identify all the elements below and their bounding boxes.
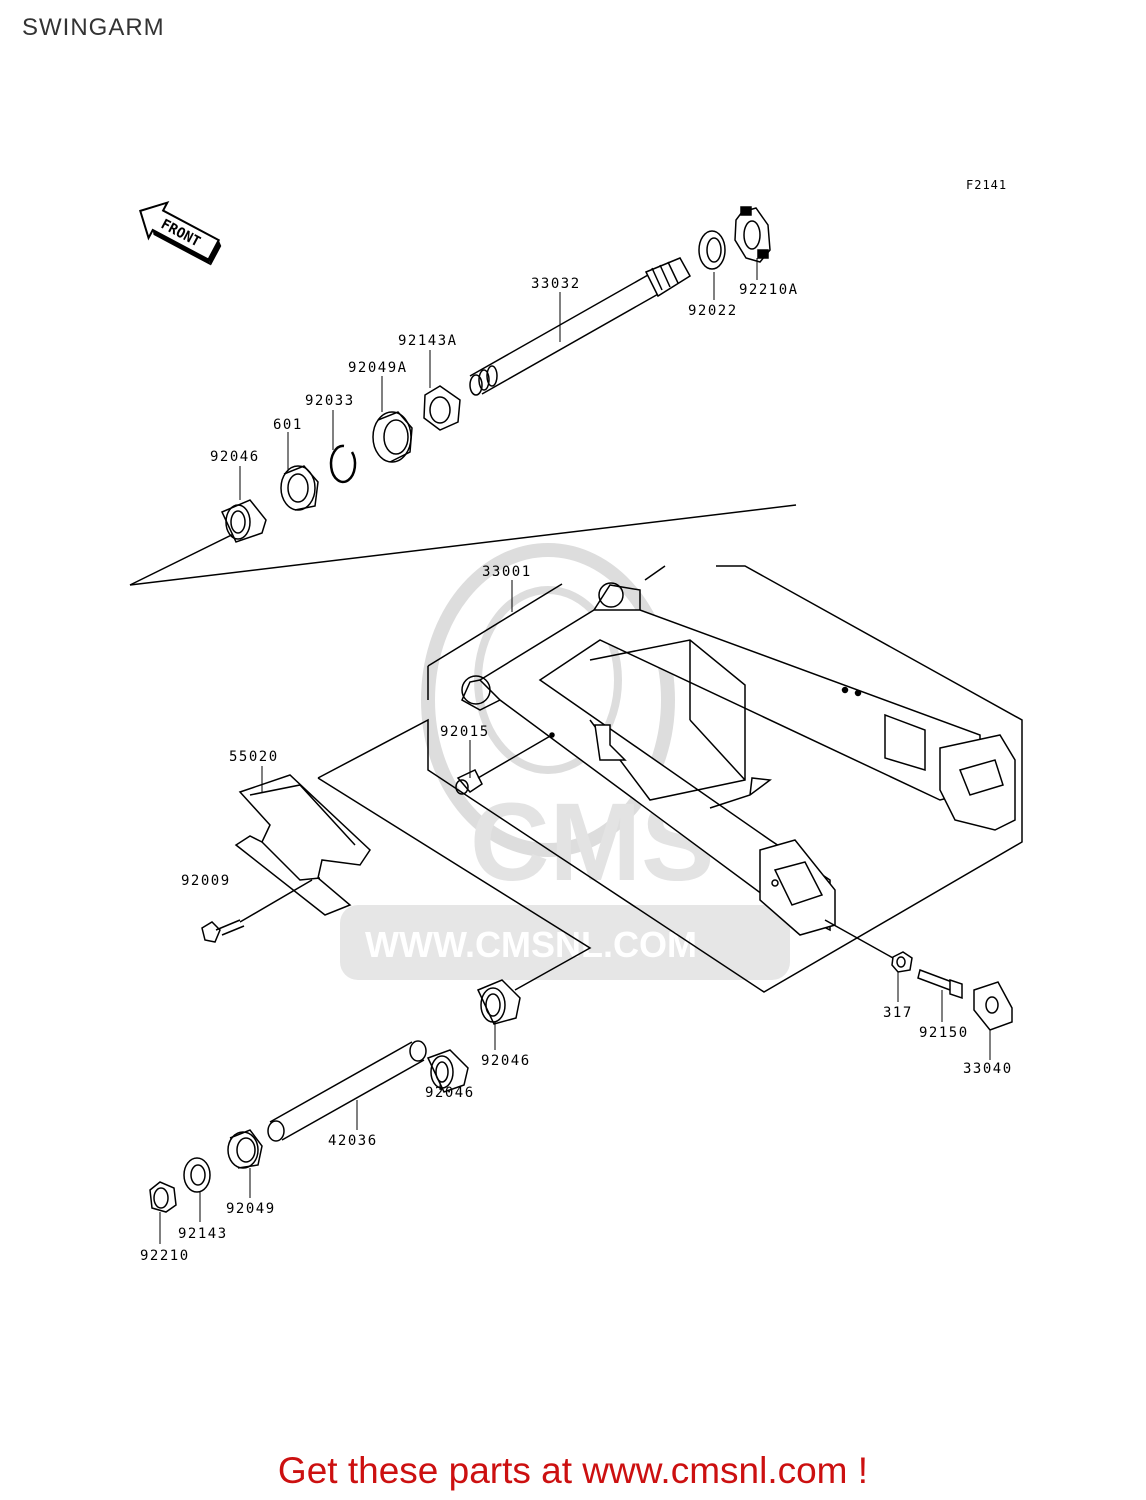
part-label-33001: 33001 (482, 564, 532, 580)
part-label-92143: 92143 (178, 1226, 228, 1242)
part-label-92033: 92033 (305, 393, 355, 409)
watermark-logo: CMS WWW.CMSNL.COM (340, 781, 790, 980)
part-label-92210a: 92210A (739, 282, 799, 298)
swingarm-assembly-bracket (317, 565, 1023, 993)
part-labels: 33032 92022 92210A 92143A 92049A 92033 6… (140, 276, 1013, 1264)
collar-92143a (423, 385, 461, 431)
bolt-92009 (201, 879, 313, 943)
part-label-317: 317 (883, 1005, 913, 1021)
bolt-92150 (917, 969, 963, 1000)
part-label-601: 601 (273, 417, 303, 433)
bearing-601 (280, 465, 319, 511)
part-label-55020: 55020 (229, 749, 279, 765)
swingarm-33001 (461, 582, 1016, 936)
part-label-92143a: 92143A (398, 333, 458, 349)
part-label-92046-top: 92046 (210, 449, 260, 465)
chain-guard-55020 (234, 774, 371, 916)
nut-317 (824, 919, 913, 973)
nut-92210 (149, 1181, 177, 1213)
part-label-42036: 42036 (328, 1133, 378, 1149)
washer-92022 (698, 230, 726, 270)
leader-lines (159, 258, 991, 1244)
sleeve-42036 (267, 1040, 427, 1142)
needle-bearing-92046-b (426, 1049, 469, 1093)
pivot-axle-33032 (469, 257, 692, 396)
watermark-url-text: WWW.CMSNL.COM (365, 924, 697, 965)
footer-cta-link[interactable]: Get these parts at www.cmsnl.com ! (277, 1450, 869, 1491)
part-label-92022: 92022 (688, 303, 738, 319)
part-label-33032: 33032 (531, 276, 581, 292)
part-label-92049a: 92049A (348, 360, 408, 376)
seal-92049a (372, 411, 413, 463)
needle-bearing-92046-top (220, 499, 267, 543)
part-label-92150: 92150 (919, 1025, 969, 1041)
circlip-92033 (329, 444, 357, 484)
figure-code: F2141 (966, 178, 1008, 192)
part-label-33040: 33040 (963, 1061, 1013, 1077)
adjuster-block-33040 (973, 981, 1013, 1031)
part-label-92015: 92015 (440, 724, 490, 740)
part-label-92009: 92009 (181, 873, 231, 889)
page-title: SWINGARM (22, 14, 165, 41)
collar-92143 (183, 1157, 211, 1193)
front-arrow-icon: FRONT (139, 200, 222, 266)
pivot-assembly-bracket (129, 504, 797, 586)
plug-92015 (455, 734, 553, 795)
needle-bearing-92046-a (476, 979, 521, 1025)
part-label-92049: 92049 (226, 1201, 276, 1217)
seal-92049 (227, 1129, 263, 1169)
part-label-92210: 92210 (140, 1248, 190, 1264)
part-label-92046-a: 92046 (481, 1053, 531, 1069)
nut-92210a (734, 206, 771, 263)
part-label-92046-b: 92046 (425, 1085, 475, 1101)
